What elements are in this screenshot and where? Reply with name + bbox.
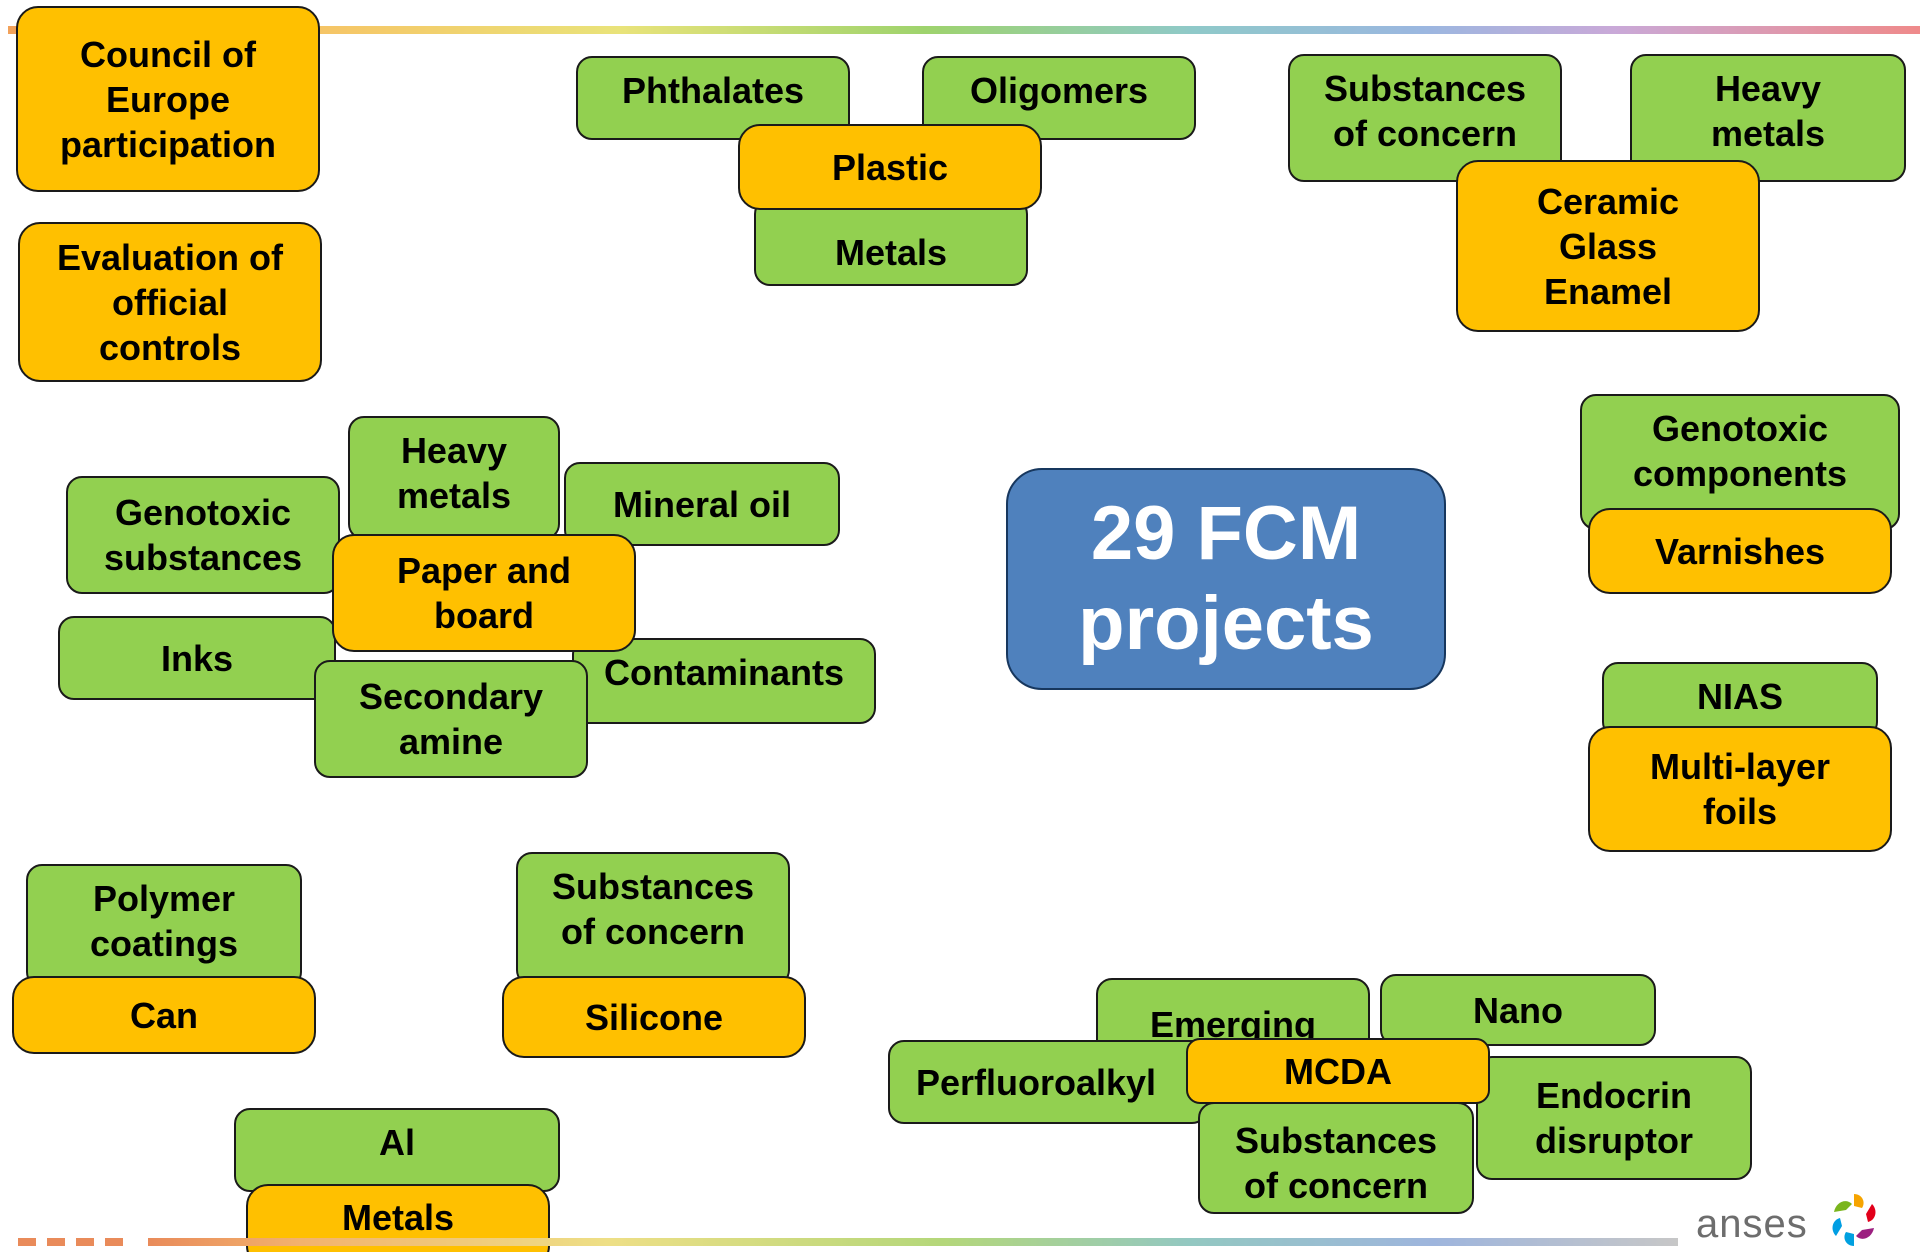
nias-box: NIAS bbox=[1602, 662, 1878, 738]
paper-heavy-metals-box: Heavy metals bbox=[348, 416, 560, 540]
bottom-dashes bbox=[18, 1238, 123, 1246]
logo-text: anses bbox=[1696, 1202, 1808, 1246]
al-box: Al bbox=[234, 1108, 560, 1192]
multi-layer-foils-box: Multi-layer foils bbox=[1588, 726, 1892, 852]
paper-and-board-box: Paper and board bbox=[332, 534, 636, 652]
ceramic-glass-enamel-box: Ceramic Glass Enamel bbox=[1456, 160, 1760, 332]
silicone-substances-of-concern-box: Substances of concern bbox=[516, 852, 790, 986]
mcda-box: MCDA bbox=[1186, 1038, 1490, 1104]
inks-box: Inks bbox=[58, 616, 336, 700]
logo-flower-icon bbox=[1832, 1194, 1876, 1246]
contaminants-box: Contaminants bbox=[572, 638, 876, 724]
genotoxic-substances-box: Genotoxic substances bbox=[66, 476, 340, 594]
fcm-projects-center-box: 29 FCM projects bbox=[1006, 468, 1446, 690]
secondary-amine-box: Secondary amine bbox=[314, 660, 588, 778]
council-of-europe-box: Council of Europe participation bbox=[16, 6, 320, 192]
perfluoroalkyl-box: Perfluoroalkyl bbox=[888, 1040, 1208, 1124]
plastic-metals-box: Metals bbox=[754, 198, 1028, 286]
mineral-oil-box: Mineral oil bbox=[564, 462, 840, 546]
mcda-substances-of-concern-box: Substances of concern bbox=[1198, 1102, 1474, 1214]
endocrin-disruptor-box: Endocrin disruptor bbox=[1476, 1056, 1752, 1180]
polymer-coatings-box: Polymer coatings bbox=[26, 864, 302, 988]
top-gradient-line bbox=[8, 26, 1920, 34]
bottom-gradient-line bbox=[148, 1238, 1678, 1246]
anses-logo: anses bbox=[1696, 1188, 1886, 1252]
ceramic-substances-of-concern-box: Substances of concern bbox=[1288, 54, 1562, 182]
evaluation-official-controls-box: Evaluation of official controls bbox=[18, 222, 322, 382]
silicone-box: Silicone bbox=[502, 976, 806, 1058]
plastic-box: Plastic bbox=[738, 124, 1042, 210]
nano-box: Nano bbox=[1380, 974, 1656, 1046]
can-box: Can bbox=[12, 976, 316, 1054]
varnishes-box: Varnishes bbox=[1588, 508, 1892, 594]
